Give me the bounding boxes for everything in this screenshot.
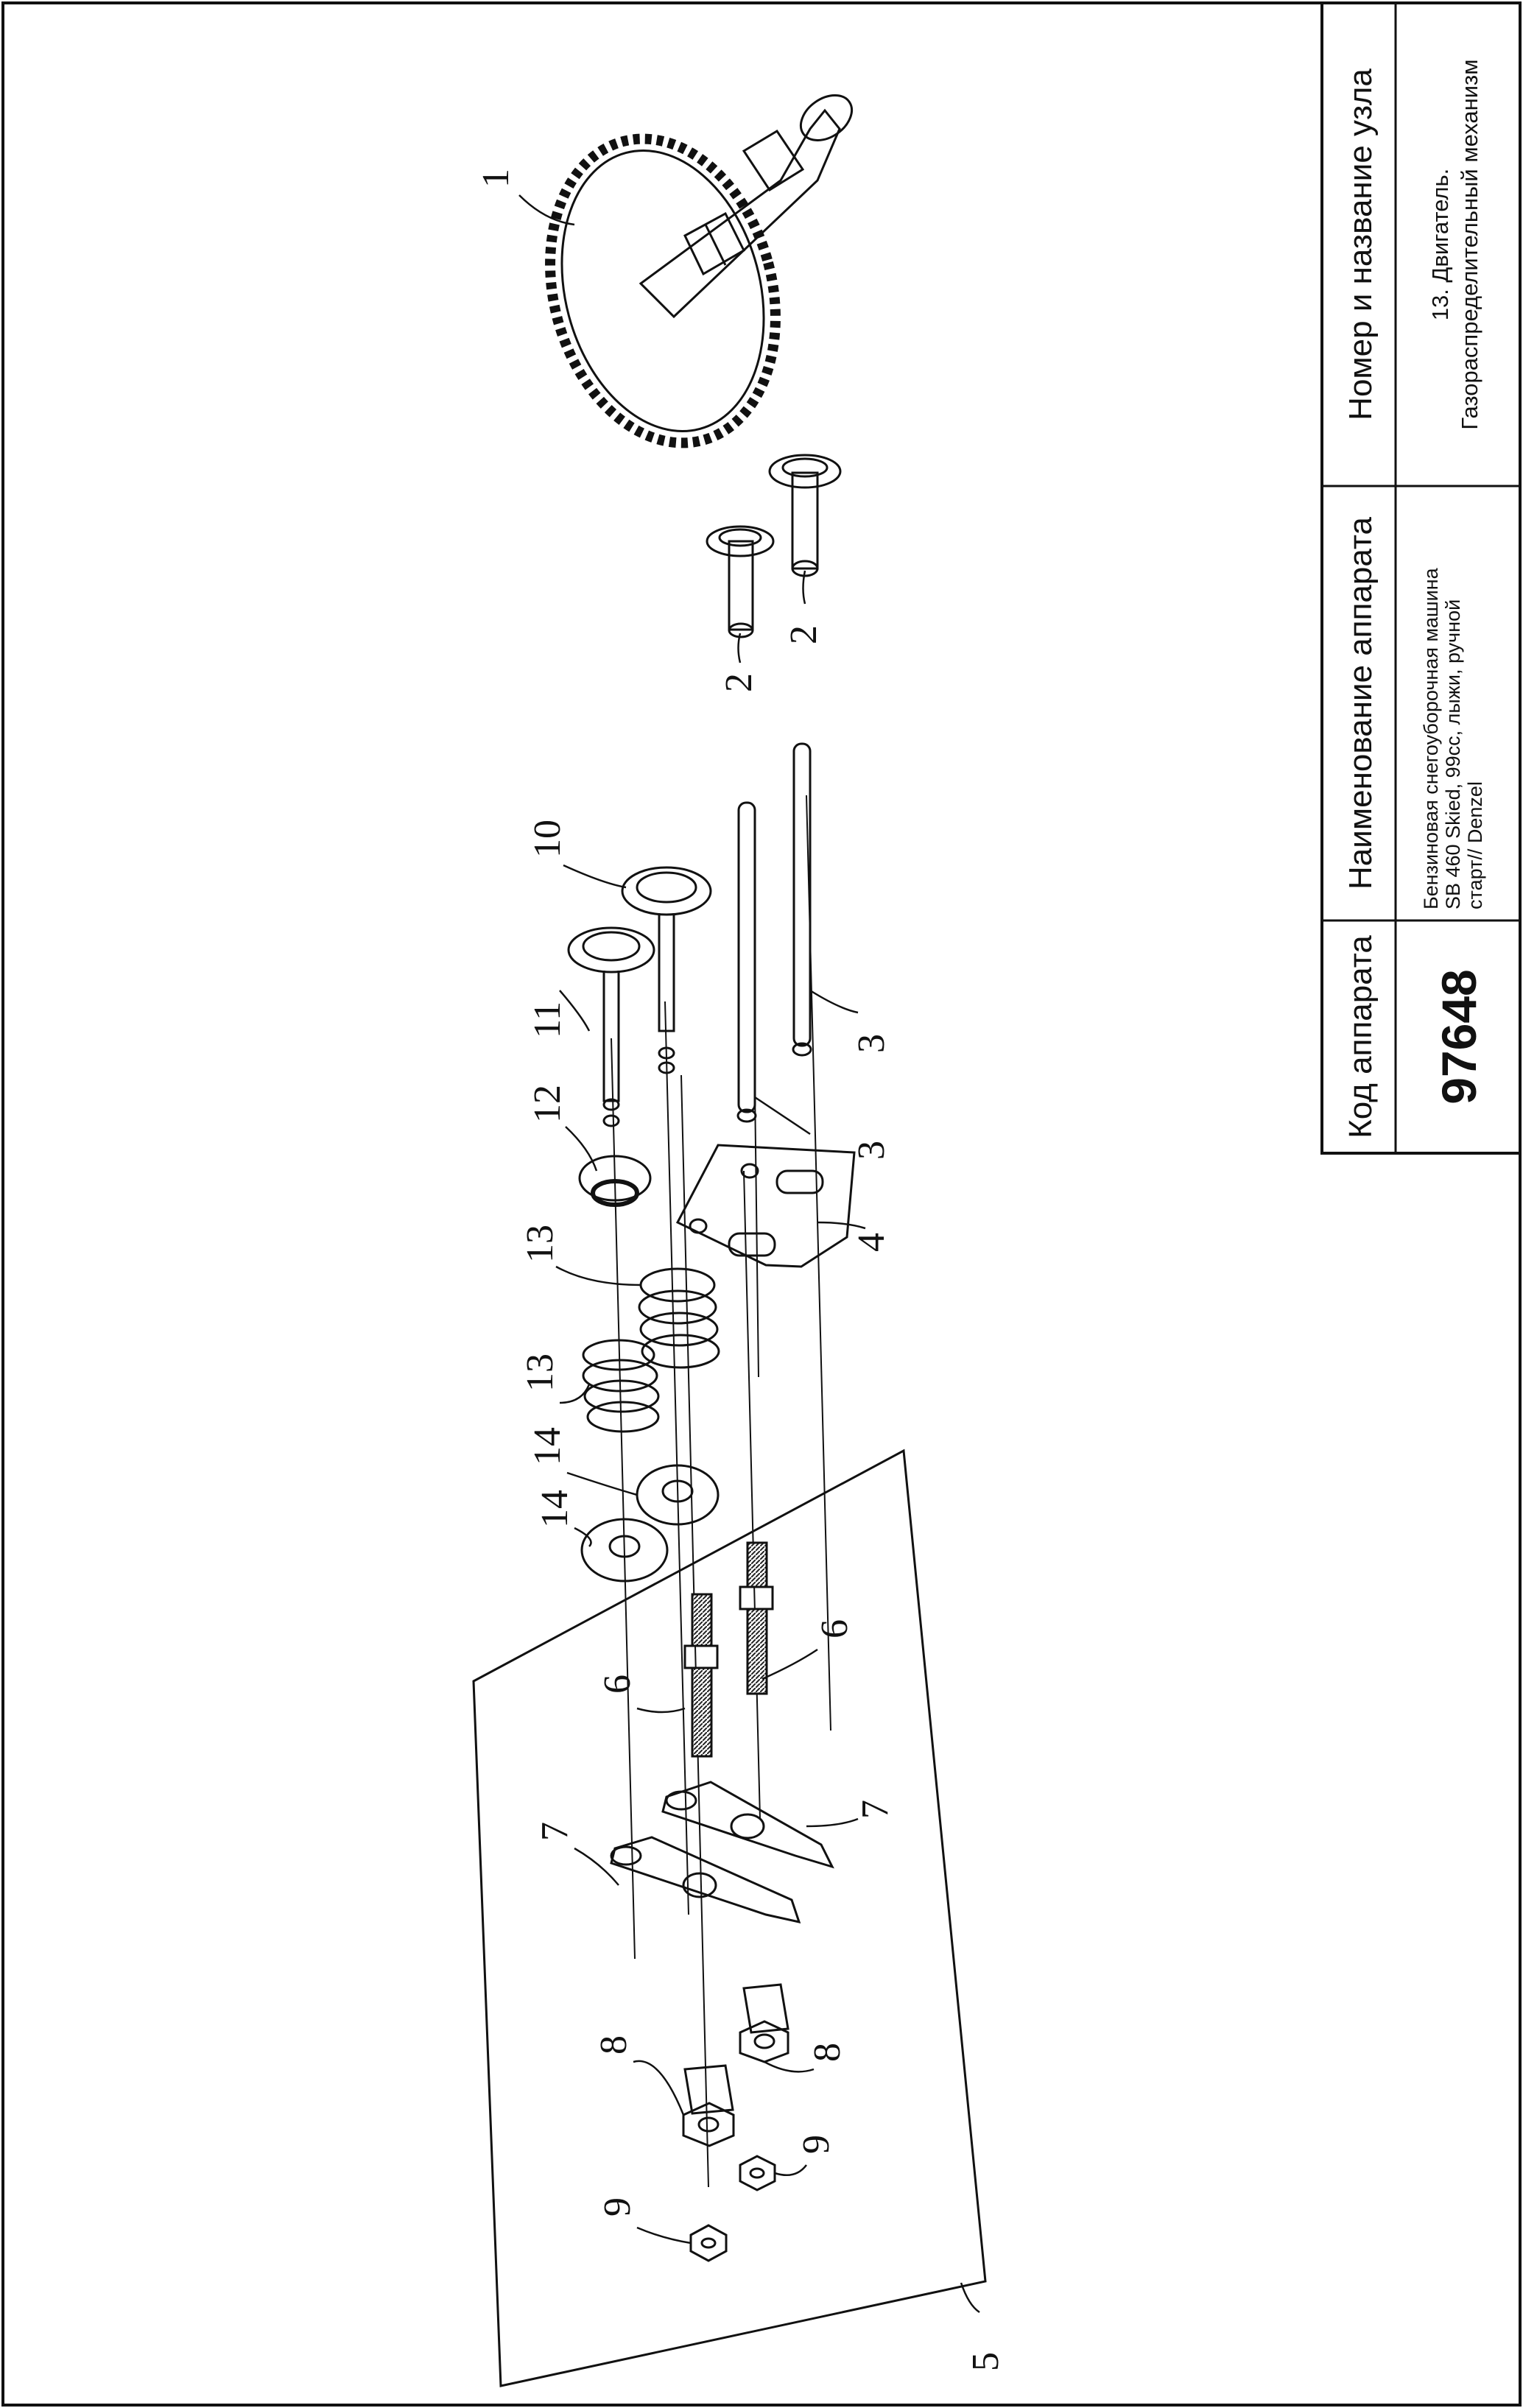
- callout-13a: 13: [519, 1225, 561, 1263]
- callout-4: 4: [851, 1233, 893, 1252]
- callout-11: 11: [527, 1001, 569, 1038]
- node-name-line1: 13. Двигатель.: [1427, 169, 1453, 321]
- part-5-plate: [472, 1448, 987, 2387]
- part-14-retainers: [580, 1464, 720, 1583]
- callout-14b: 14: [534, 1490, 576, 1528]
- part-13-springs: [582, 1267, 720, 1433]
- callout-7b: 7: [854, 1800, 896, 1819]
- callout-1: 1: [475, 169, 517, 188]
- callout-labels: 1 2 2 3 3 4 5 6 6 7 7 8 8 9 9 10 11 12 1…: [475, 169, 1007, 2371]
- callout-2b: 2: [783, 625, 825, 644]
- callout-8a: 8: [593, 2035, 635, 2055]
- part-7-rocker-arms: [610, 1781, 834, 1924]
- apparatus-code: 97648: [1432, 969, 1486, 1105]
- node-name-line2: Газораспределительный механизм: [1457, 59, 1482, 429]
- callout-5: 5: [965, 2352, 1007, 2371]
- header-name: Наименование аппарата: [1343, 517, 1379, 890]
- callout-6a: 6: [597, 1675, 639, 1694]
- part-2-tappets: [706, 454, 842, 638]
- callout-9a: 9: [597, 2197, 639, 2217]
- apparatus-name-line3: старт// Denzel: [1464, 781, 1486, 909]
- title-block: Код аппарата Наименование аппарата Номер…: [1320, 1, 1522, 1155]
- part-8-nuts: [682, 1983, 789, 2147]
- apparatus-name-line1: Бензиновая снегоуборочная машина: [1420, 567, 1442, 909]
- callout-14a: 14: [527, 1427, 569, 1465]
- callout-7a: 7: [534, 1822, 576, 1841]
- part-1-camshaft: [545, 94, 854, 448]
- part-3-pushrods: [736, 742, 812, 1123]
- part-10-valve: [621, 866, 712, 1074]
- part-9-locknuts: [689, 2155, 776, 2262]
- part-6-studs: [683, 1541, 774, 1758]
- assembly-axes: [611, 795, 831, 2188]
- callout-2a: 2: [718, 673, 760, 692]
- callout-13b: 13: [519, 1353, 561, 1392]
- part-4-guide-plate: [675, 1144, 856, 1268]
- callout-3b: 3: [851, 1141, 893, 1160]
- parts-drawing: 1 2 2 3 3 4 5 6 6 7 7 8 8 9 9 10 11 12 1…: [472, 94, 1007, 2387]
- callout-3a: 3: [851, 1034, 893, 1053]
- callout-10: 10: [527, 820, 569, 858]
- callout-9b: 9: [795, 2135, 837, 2154]
- leader-lines: [518, 194, 980, 2314]
- part-11-valve: [567, 926, 655, 1127]
- callout-6b: 6: [814, 1619, 856, 1638]
- part-12-seal: [578, 1155, 652, 1207]
- header-code: Код аппарата: [1343, 935, 1379, 1138]
- header-node: Номер и название узла: [1343, 68, 1379, 420]
- callout-12: 12: [527, 1085, 569, 1123]
- callout-8b: 8: [806, 2043, 848, 2062]
- apparatus-name-line2: SB 460 Skied, 99cc, лыжи, ручной: [1442, 599, 1464, 909]
